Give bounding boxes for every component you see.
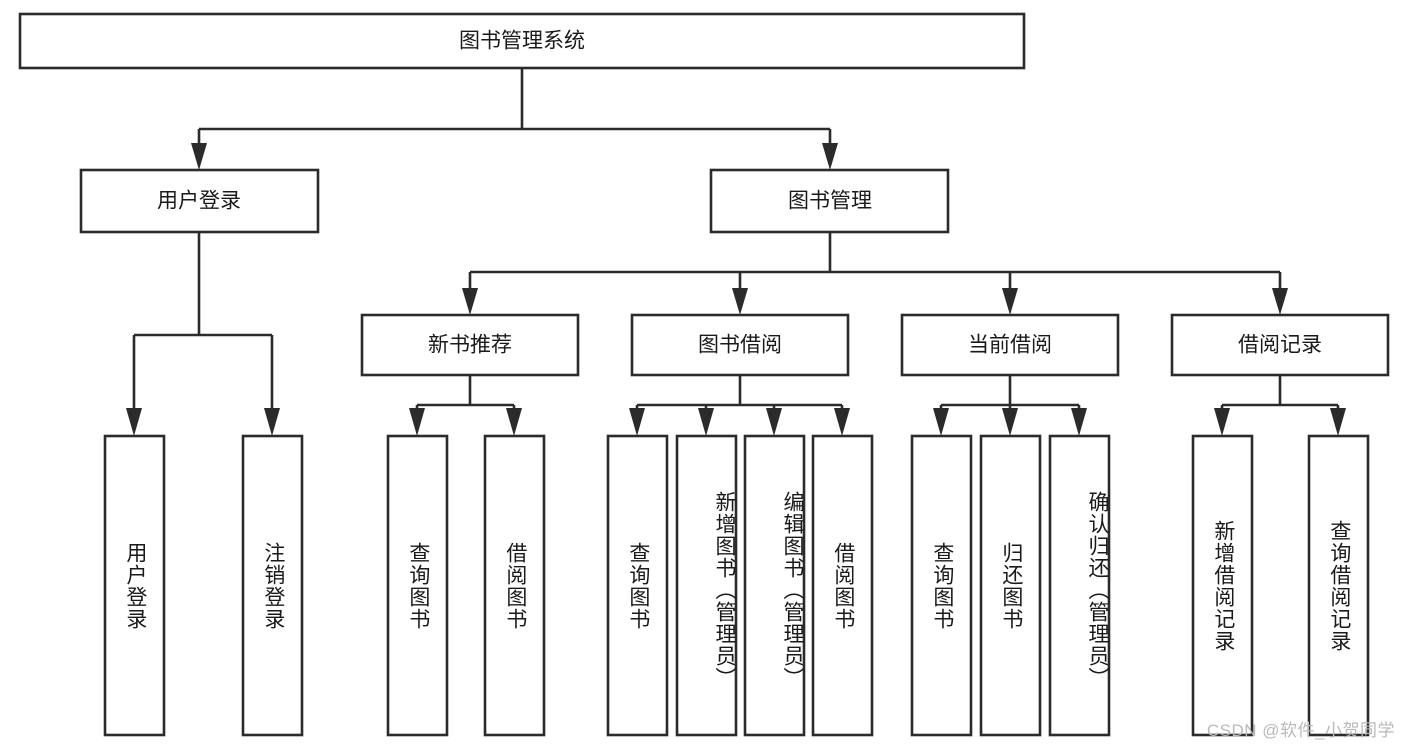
leaf-box-query-record[interactable]: [1307, 434, 1370, 737]
arrow-head-icon: [732, 288, 748, 315]
arrow-head-icon: [834, 408, 850, 436]
connector-borrow-record-to-leaves: [1214, 375, 1346, 436]
arrow-head-icon: [126, 408, 142, 436]
arrow-head-icon: [629, 408, 645, 436]
leaf-box-query-book-3[interactable]: [910, 434, 973, 737]
connector-root-to-level2: [191, 68, 838, 170]
node-borrow-record[interactable]: 借阅记录: [1170, 313, 1390, 377]
leaf-box-add-record[interactable]: [1191, 434, 1254, 737]
arrow-head-icon: [506, 408, 522, 436]
node-book-management-box[interactable]: [709, 168, 950, 234]
leaf-box-user-login[interactable]: [103, 434, 166, 737]
node-borrow-record-box[interactable]: [1170, 313, 1390, 377]
csdn-watermark: CSDN @软件_小贺同学: [1206, 721, 1395, 740]
leaf-box-edit-book[interactable]: [743, 434, 806, 737]
connector-current-borrow-to-leaves: [933, 375, 1087, 436]
node-user-login[interactable]: 用户登录: [79, 168, 320, 234]
node-user-login-box[interactable]: [79, 168, 320, 234]
node-book-management-label: 图书管理: [788, 190, 872, 213]
node-new-book-recommend-label: 新书推荐: [428, 334, 512, 357]
connector-book-borrow-to-leaves: [629, 375, 850, 436]
arrow-head-icon: [191, 143, 207, 170]
leaf-box-logout-login[interactable]: [241, 434, 304, 737]
leaf-box-borrow-book-2[interactable]: [811, 434, 874, 737]
node-book-borrow[interactable]: 图书借阅: [630, 313, 850, 377]
node-current-borrow-label: 当前借阅: [968, 334, 1052, 357]
leaf-box-add-book[interactable]: [675, 434, 738, 737]
node-new-book-recommend-box[interactable]: [360, 313, 580, 377]
arrow-head-icon: [1272, 288, 1288, 315]
arrow-head-icon: [409, 408, 425, 436]
connector-book-management-to-level3: [462, 232, 1288, 315]
node-new-book-recommend[interactable]: 新书推荐: [360, 313, 580, 377]
node-root-label: 图书管理系统: [459, 30, 585, 53]
node-book-management[interactable]: 图书管理: [709, 168, 950, 234]
arrow-head-icon: [1002, 288, 1018, 315]
arrow-head-icon: [1071, 408, 1087, 436]
node-current-borrow[interactable]: 当前借阅: [900, 313, 1120, 377]
connector-user-login-to-leaves: [126, 232, 280, 436]
arrow-head-icon: [462, 288, 478, 315]
arrow-head-icon: [1330, 408, 1346, 436]
node-user-login-label: 用户登录: [157, 190, 241, 213]
leaf-box-return-book[interactable]: [979, 434, 1042, 737]
node-borrow-record-label: 借阅记录: [1238, 334, 1322, 357]
arrow-head-icon: [1214, 408, 1230, 436]
arrow-head-icon: [933, 408, 949, 436]
node-root-box[interactable]: [18, 12, 1026, 70]
node-book-borrow-label: 图书借阅: [698, 334, 782, 357]
leaf-box-confirm-return[interactable]: [1048, 434, 1111, 737]
arrow-head-icon: [698, 408, 714, 436]
arrow-head-icon: [264, 408, 280, 436]
connector-new-book-recommend-to-leaves: [409, 375, 522, 436]
arrow-head-icon: [766, 408, 782, 436]
node-book-borrow-box[interactable]: [630, 313, 850, 377]
arrow-head-icon: [1002, 408, 1018, 436]
leaf-box-query-book-1[interactable]: [386, 434, 449, 737]
node-current-borrow-box[interactable]: [900, 313, 1120, 377]
leaf-box-query-book-2[interactable]: [606, 434, 669, 737]
arrow-head-icon: [822, 143, 838, 170]
node-root[interactable]: 图书管理系统: [18, 12, 1026, 70]
leaf-box-borrow-book-1[interactable]: [483, 434, 546, 737]
